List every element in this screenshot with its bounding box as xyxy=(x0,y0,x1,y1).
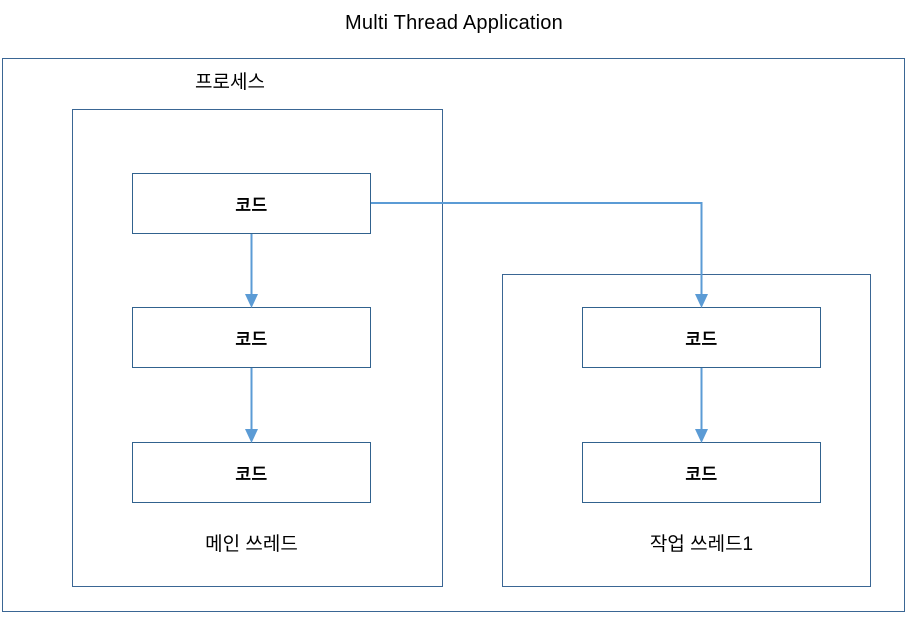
code-box-label: 코드 xyxy=(235,465,268,484)
main-thread-code-box-2: 코드 xyxy=(132,307,371,368)
application-frame xyxy=(2,58,905,612)
worker-thread-code-box-1: 코드 xyxy=(582,307,821,368)
code-box-label: 코드 xyxy=(235,196,268,215)
code-box-label: 코드 xyxy=(685,330,718,349)
main-thread-frame xyxy=(72,109,443,587)
main-thread-code-box-1: 코드 xyxy=(132,173,371,234)
code-box-label: 코드 xyxy=(235,330,268,349)
worker-thread-code-box-2: 코드 xyxy=(582,442,821,503)
worker-thread-caption: 작업 쓰레드1 xyxy=(649,534,754,555)
main-thread-code-box-3: 코드 xyxy=(132,442,371,503)
page-title: Multi Thread Application xyxy=(345,12,563,34)
process-label: 프로세스 xyxy=(195,72,265,93)
main-thread-caption: 메인 쓰레드 xyxy=(205,534,298,555)
code-box-label: 코드 xyxy=(685,465,718,484)
